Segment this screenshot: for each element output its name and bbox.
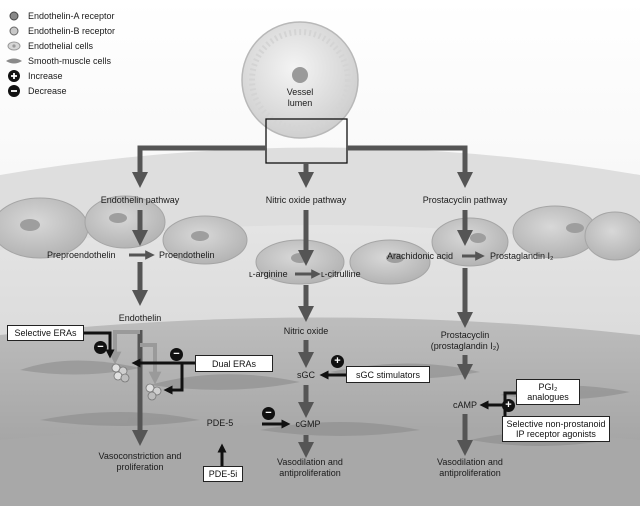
arachidonic-acid-label: Arachidonic acid bbox=[387, 251, 454, 261]
selective-eras-box: Selective ERAs bbox=[7, 325, 84, 341]
endothelin-label: Endothelin bbox=[118, 313, 162, 323]
legend-label: Smooth-muscle cells bbox=[28, 55, 112, 66]
sgc-stimulators-box: sGC stimulators bbox=[346, 366, 430, 383]
prostacyclin-pathway-label: Prostacyclin pathway bbox=[422, 195, 508, 205]
plus-icon: + bbox=[331, 355, 344, 368]
legend-item: Endothelin-A receptor bbox=[6, 8, 115, 23]
pde5i-box: PDE-5i bbox=[203, 466, 243, 482]
camp-label: cAMP bbox=[452, 400, 477, 410]
legend-label: Decrease bbox=[28, 85, 67, 96]
legend-item: Decrease bbox=[6, 83, 115, 98]
plus-icon: + bbox=[502, 399, 515, 412]
endothelin-a-receptor-icon bbox=[9, 11, 19, 20]
cgmp-label: cGMP bbox=[295, 419, 321, 429]
preproendothelin-label: Preproendothelin bbox=[47, 250, 116, 260]
legend-item: Endothelial cells bbox=[6, 38, 115, 53]
pc-vasodilation-line2: antiproliferation bbox=[439, 468, 501, 478]
l-citrulline-label: ʟ-citrulline bbox=[321, 269, 361, 279]
smooth-muscle-cell-icon bbox=[6, 58, 22, 63]
ip-receptor-agonists-box: Selective non-prostanoid IP receptor ago… bbox=[502, 416, 610, 442]
legend-item: Smooth-muscle cells bbox=[6, 53, 115, 68]
pgi2-analogues-box: PGI₂ analogues bbox=[516, 379, 580, 405]
no-vasodilation-line1: Vasodilation and bbox=[277, 457, 343, 467]
ip-agonists-line2: IP receptor agonists bbox=[516, 429, 596, 439]
no-vasodilation-line2: antiproliferation bbox=[279, 468, 341, 478]
vessel-label-line1: Vessel bbox=[286, 87, 314, 97]
smooth-muscle-cells bbox=[20, 360, 630, 446]
no-vasodilation-label: Vasodilation and antiproliferation bbox=[250, 457, 370, 479]
pgi2-analogues-line1: PGI₂ bbox=[538, 382, 558, 392]
legend-item: Increase bbox=[6, 68, 115, 83]
dual-eras-box: Dual ERAs bbox=[195, 355, 273, 372]
vessel-label-line2: lumen bbox=[287, 98, 313, 108]
sgc-label: sGC bbox=[297, 370, 315, 380]
minus-icon: − bbox=[94, 341, 107, 354]
pc-vasodilation-line1: Vasodilation and bbox=[437, 457, 503, 467]
legend-label: Endothelin-A receptor bbox=[28, 10, 115, 21]
minus-icon: − bbox=[170, 348, 183, 361]
legend: Endothelin-A receptor Endothelin-B recep… bbox=[6, 8, 115, 98]
legend-item: Endothelin-B receptor bbox=[6, 23, 115, 38]
plus-icon bbox=[8, 69, 20, 82]
vasoconstriction-label: Vasoconstriction and proliferation bbox=[80, 451, 200, 473]
receptor-clusters bbox=[111, 363, 162, 401]
prostacyclin-label: Prostacyclin (prostaglandin I₂) bbox=[415, 330, 515, 352]
pgi2-analogues-line2: analogues bbox=[527, 392, 569, 402]
vessel-lumen-label: Vessel lumen bbox=[270, 87, 330, 109]
legend-label: Endothelial cells bbox=[28, 40, 94, 51]
vasoconstriction-line2: proliferation bbox=[116, 462, 164, 472]
endothelin-pathway-label: Endothelin pathway bbox=[100, 195, 180, 205]
pc-vasodilation-label: Vasodilation and antiproliferation bbox=[410, 457, 530, 479]
legend-label: Endothelin-B receptor bbox=[28, 25, 116, 36]
l-arginine-label: ʟ-arginine bbox=[249, 269, 288, 279]
endothelin-b-receptor-icon bbox=[9, 26, 19, 35]
prostacyclin-line1: Prostacyclin bbox=[440, 330, 490, 340]
vasoconstriction-line1: Vasoconstriction and bbox=[98, 451, 182, 461]
ip-agonists-line1: Selective non-prostanoid bbox=[506, 419, 606, 429]
legend-label: Increase bbox=[28, 70, 63, 81]
nitric-oxide-label: Nitric oxide bbox=[283, 326, 329, 336]
pathway-arrows bbox=[129, 145, 485, 459]
minus-icon bbox=[8, 84, 20, 97]
pde5-label: PDE-5 bbox=[206, 418, 234, 428]
prostaglandin-label: Prostaglandin I₂ bbox=[490, 251, 554, 261]
minus-icon: − bbox=[262, 407, 275, 420]
proendothelin-label: Proendothelin bbox=[159, 250, 215, 260]
endothelial-cell-icon bbox=[7, 41, 21, 50]
nitric-oxide-pathway-label: Nitric oxide pathway bbox=[265, 195, 347, 205]
vessel-lumen-circle bbox=[241, 21, 359, 139]
prostacyclin-line2: (prostaglandin I₂) bbox=[430, 341, 500, 351]
